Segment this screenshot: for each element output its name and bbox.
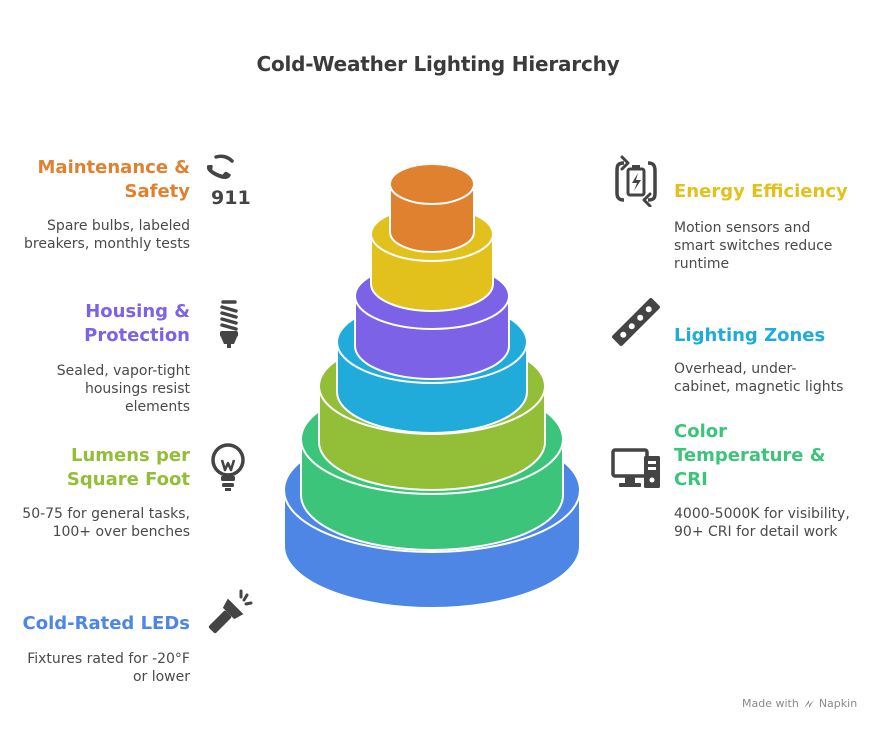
tier-maintenance-top xyxy=(389,163,475,205)
maintenance-desc-line: Spare bulbs, labeled xyxy=(47,218,190,234)
lumens-desc-line: 50-75 for general tasks, xyxy=(22,506,190,522)
energy-desc-line: smart switches reduce xyxy=(674,238,833,254)
led-strip-icon xyxy=(612,298,660,346)
flashlight-icon xyxy=(208,589,253,634)
monitor-icon xyxy=(611,448,660,488)
maintenance-desc-line: breakers, monthly tests xyxy=(24,236,190,252)
color-temp-desc-line: 90+ CRI for detail work xyxy=(674,524,838,540)
housing-desc-line: housings resist xyxy=(84,381,190,397)
energy-heading: Energy Efficiency xyxy=(674,180,864,204)
color-temp-heading-line: CRI xyxy=(674,469,708,490)
zones-desc-line: cabinet, magnetic lights xyxy=(674,379,844,395)
housing-desc-line: elements xyxy=(124,399,190,415)
zones-desc-line: Overhead, under- xyxy=(674,361,797,377)
page-title: Cold-Weather Lighting Hierarchy xyxy=(256,52,620,76)
lumens-heading-line: Square Foot xyxy=(66,469,190,490)
housing-heading: Housing & Protection xyxy=(20,300,190,348)
energy-desc-line: Motion sensors and xyxy=(674,220,811,236)
watermark-text: Made with xyxy=(742,697,799,710)
maintenance-heading-line: Safety xyxy=(124,181,191,202)
housing-desc-line: Sealed, vapor-tight xyxy=(56,363,190,379)
zones-description: Overhead, under- cabinet, magnetic light… xyxy=(674,360,864,396)
housing-heading-line: Housing & xyxy=(85,301,190,322)
housing-heading-line: Protection xyxy=(84,325,190,346)
energy-desc-line: runtime xyxy=(674,256,730,272)
lightbulb-icon xyxy=(211,443,245,491)
zones-heading: Lighting Zones xyxy=(674,324,864,348)
watermark-brand: Napkin xyxy=(818,697,858,710)
maintenance-description: Spare bulbs, labeled breakers, monthly t… xyxy=(20,217,190,253)
color-temp-description: 4000-5000K for visibility, 90+ CRI for d… xyxy=(674,505,869,541)
lumens-description: 50-75 for general tasks, 100+ over bench… xyxy=(10,505,190,541)
maintenance-heading-line: Maintenance & xyxy=(37,157,190,178)
leds-desc-line: Fixtures rated for -20°F xyxy=(27,651,190,667)
energy-description: Motion sensors and smart switches reduce… xyxy=(674,219,864,273)
lumens-heading: Lumens per Square Foot xyxy=(20,444,190,492)
watermark: Made with Napkin xyxy=(742,697,857,710)
housing-description: Sealed, vapor-tight housings resist elem… xyxy=(20,362,190,416)
zones-heading-line: Lighting Zones xyxy=(674,325,826,346)
icon-911-text: 911 xyxy=(211,187,251,208)
color-temp-desc-line: 4000-5000K for visibility, xyxy=(674,506,850,522)
energy-heading-line: Energy Efficiency xyxy=(674,181,848,202)
lumens-desc-line: 100+ over benches xyxy=(52,524,190,540)
leds-heading: Cold-Rated LEDs xyxy=(20,612,191,636)
leds-description: Fixtures rated for -20°F or lower xyxy=(20,650,190,686)
battery-cycle-icon xyxy=(615,155,657,207)
color-temp-heading: Color Temperature & CRI xyxy=(674,420,864,492)
tier-maintenance xyxy=(389,163,475,253)
color-temp-heading-line: Temperature & xyxy=(674,445,826,466)
napkin-logo-icon xyxy=(803,699,814,708)
phone-911-icon: 911 xyxy=(206,154,251,208)
lumens-heading-line: Lumens per xyxy=(70,445,190,466)
color-temp-heading-line: Color xyxy=(674,421,727,442)
cfl-bulb-icon xyxy=(220,300,238,348)
leds-heading-line: Cold-Rated LEDs xyxy=(22,613,191,634)
maintenance-heading: Maintenance & Safety xyxy=(20,156,190,204)
leds-desc-line: or lower xyxy=(132,669,190,685)
